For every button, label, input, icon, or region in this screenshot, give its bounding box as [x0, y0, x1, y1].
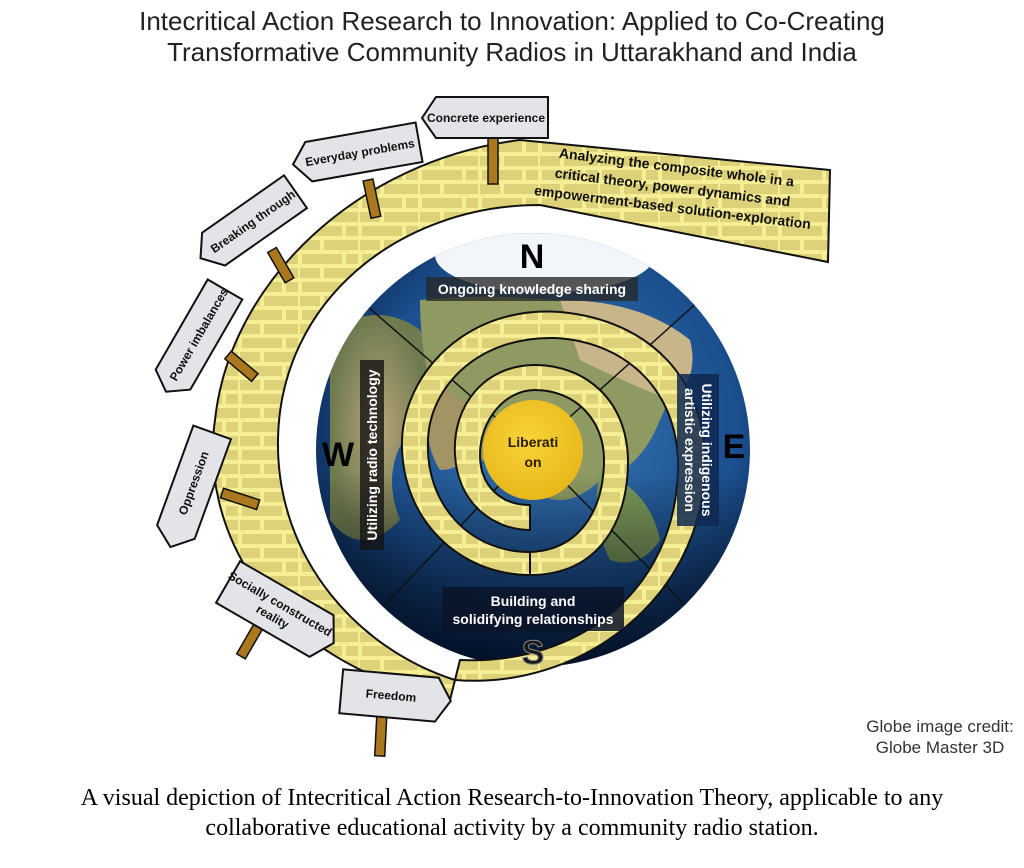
signpost-everyday-problems: Everyday problems [291, 121, 424, 220]
svg-text:Building and: Building and [491, 593, 576, 609]
quadrant-label-north: Ongoing knowledge sharing [426, 277, 638, 301]
svg-text:Utilizing radio technology: Utilizing radio technology [364, 369, 380, 540]
quadrant-label-south: Building and solidifying relationships [442, 587, 624, 631]
compass-north: N [520, 238, 545, 276]
svg-text:Freedom: Freedom [365, 686, 417, 704]
center-label-line-1: Liberati [508, 434, 559, 450]
title-line-1: Intecritical Action Research to Innovati… [139, 6, 885, 36]
center-label-line-2: on [524, 454, 541, 470]
page-title: Intecritical Action Research to Innovati… [0, 6, 1024, 68]
signpost-concrete-experience: Concrete experience [420, 96, 549, 185]
svg-text:artistic expression: artistic expression [682, 388, 698, 512]
caption-line-1: A visual depiction of Intecritical Actio… [80, 785, 944, 811]
spiral-outer-band [211, 138, 832, 702]
quadrant-label-west: Utilizing radio technology [360, 360, 384, 550]
signpost-oppression: Oppression [156, 424, 261, 549]
figure-caption: A visual depiction of Intecritical Actio… [0, 783, 1024, 843]
spiral-inner-band [453, 363, 630, 577]
svg-text:Utilizing indigenous: Utilizing indigenous [699, 384, 715, 517]
quadrant-label-east: Utilizing indigenous artistic expression [677, 374, 719, 526]
caption-line-2: collaborative educational activity by a … [205, 815, 819, 841]
svg-text:solidifying relationships: solidifying relationships [452, 611, 613, 627]
credit-line-2: Globe Master 3D [875, 738, 1005, 757]
compass-south: S [522, 634, 545, 672]
signpost-freedom: Freedom [338, 668, 452, 757]
svg-text:Ongoing knowledge sharing: Ongoing knowledge sharing [438, 281, 626, 297]
compass-east: E [723, 428, 746, 466]
credit-line-1: Globe image credit: [866, 717, 1014, 736]
title-line-2: Transformative Community Radios in Uttar… [167, 37, 857, 67]
svg-text:Concrete experience: Concrete experience [427, 111, 545, 125]
compass-west: W [322, 436, 355, 474]
liberation-center: Liberati on [483, 400, 583, 500]
image-credit: Globe image credit: Globe Master 3D [850, 716, 1024, 758]
